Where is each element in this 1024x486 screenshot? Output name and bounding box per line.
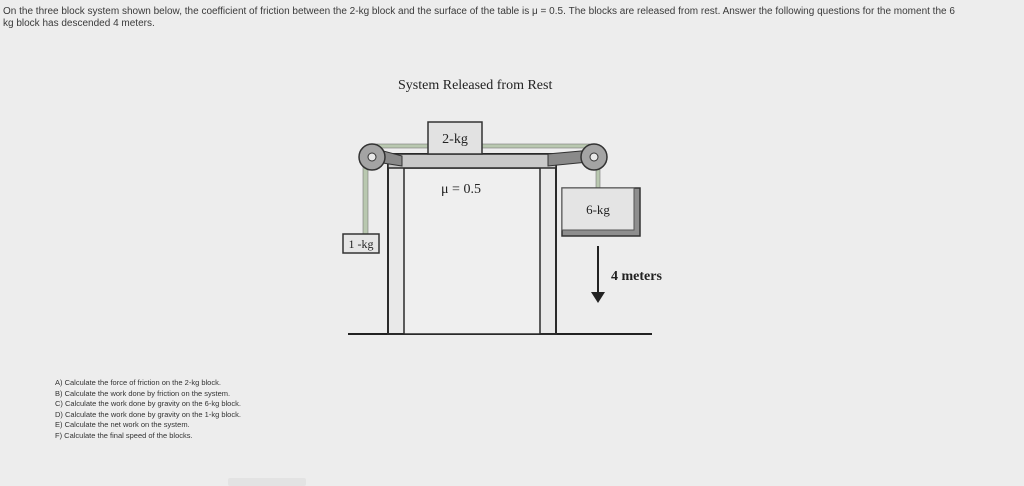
- distance-label: 4 meters: [611, 269, 662, 284]
- question-b: B) Calculate the work done by friction o…: [55, 388, 231, 398]
- problem-statement: On the three block system shown below, t…: [3, 6, 1024, 30]
- left-pulley-hub: [367, 152, 377, 162]
- table-inner: [403, 167, 541, 335]
- block-6kg-label: 6-kg: [586, 202, 610, 217]
- problem-line-1: On the three block system shown below, t…: [3, 6, 955, 17]
- table-top: [387, 153, 557, 169]
- question-e: E) Calculate the net work on the system.: [55, 420, 190, 429]
- block-6kg-face: [561, 187, 635, 231]
- question-list: A) Calculate the force of friction on th…: [55, 378, 241, 441]
- question-c: C) Calculate the work done by gravity on…: [55, 399, 241, 408]
- descent-arrow-head: [591, 292, 605, 303]
- string-top-right: [481, 143, 591, 149]
- block-2kg: [427, 121, 483, 155]
- block-2kg-label: 2-kg: [442, 132, 468, 147]
- question-d: D) Calculate the work done by gravity on…: [55, 409, 241, 419]
- friction-coefficient-label: μ = 0.5: [441, 182, 481, 197]
- right-pulley-hub: [589, 152, 599, 162]
- question-a: A) Calculate the force of friction on th…: [55, 378, 221, 387]
- block-1kg: [342, 233, 380, 254]
- problem-line-2: kg block has descended 4 meters.: [3, 18, 155, 29]
- block-1kg-label: 1 -kg: [349, 237, 374, 251]
- figure-title: System Released from Rest: [398, 78, 553, 93]
- page-footer-strip: [228, 478, 306, 486]
- question-f: F) Calculate the final speed of the bloc…: [55, 430, 193, 440]
